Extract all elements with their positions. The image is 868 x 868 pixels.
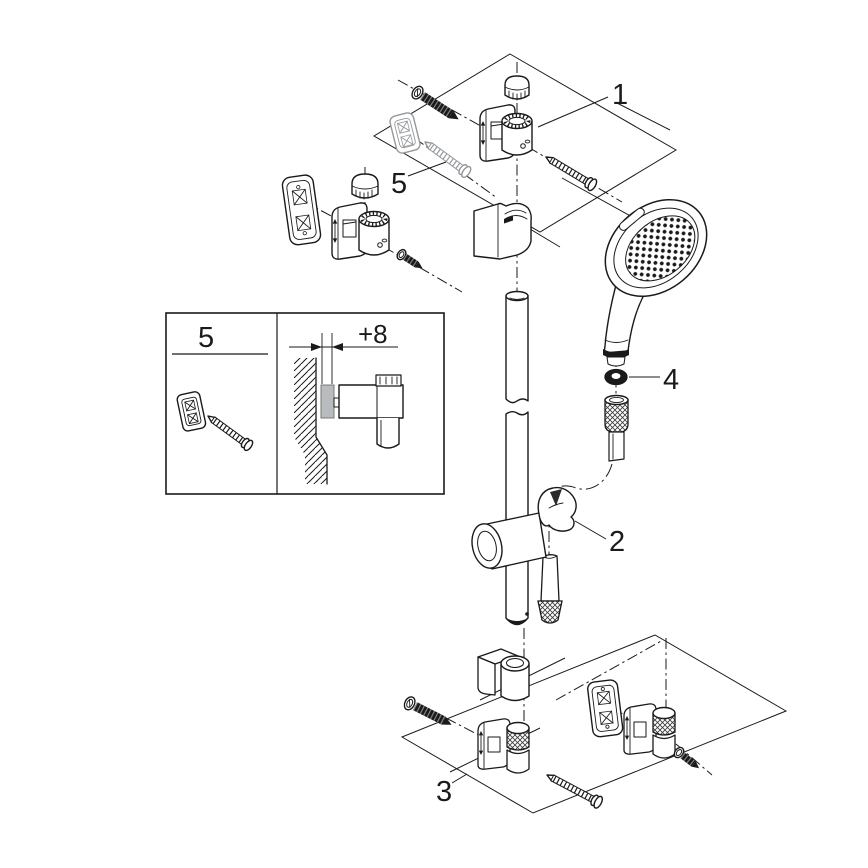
left-bracket <box>331 202 390 260</box>
spacer <box>320 384 335 419</box>
bracket-screw-bottom <box>546 774 604 809</box>
bottom-bracket <box>477 648 530 702</box>
rail-clamp <box>473 202 532 260</box>
wall-hatch <box>294 358 327 484</box>
offset-dimension-label: +8 <box>358 319 388 349</box>
callout-1-label: 1 <box>612 79 628 111</box>
rail-slider <box>471 486 577 570</box>
wall-anchor-top <box>389 112 421 154</box>
expansion-screw-bottom-right <box>673 746 700 769</box>
callout-2-label: 2 <box>609 526 625 558</box>
inset-screw <box>207 415 254 452</box>
callout-5-label: 5 <box>391 168 407 200</box>
top-bracket <box>479 104 533 162</box>
inset-wall-anchor <box>176 391 207 432</box>
callouts: 1 5 4 2 3 <box>391 79 679 808</box>
inset-5-label: 5 <box>198 322 214 354</box>
expansion-screw-top <box>411 85 459 120</box>
hose-gasket <box>604 368 628 386</box>
expansion-screw-bottom-left <box>403 696 452 725</box>
bracket-screw-left <box>396 248 423 269</box>
bracket-screw-top <box>545 156 598 192</box>
mounting-screw-gray <box>424 141 472 179</box>
bottom-mount-bracket-right <box>623 703 676 759</box>
hose-connector <box>604 394 629 462</box>
wall-section-line <box>315 357 328 485</box>
hand-shower <box>603 198 708 367</box>
shower-rail <box>505 290 529 626</box>
wall-plate-top <box>281 174 322 246</box>
bottom-mount-bracket <box>477 718 530 774</box>
callout-3-label: 3 <box>436 776 452 808</box>
inset-bracket-side-view <box>338 374 404 449</box>
top-bracket-cap <box>504 75 530 101</box>
hose-end <box>537 554 563 624</box>
wall-plate-bottom <box>587 679 624 738</box>
left-bracket-cap <box>351 173 379 200</box>
inset-detail-box: 5 +8 <box>165 312 445 495</box>
callout-4-label: 4 <box>663 364 679 396</box>
